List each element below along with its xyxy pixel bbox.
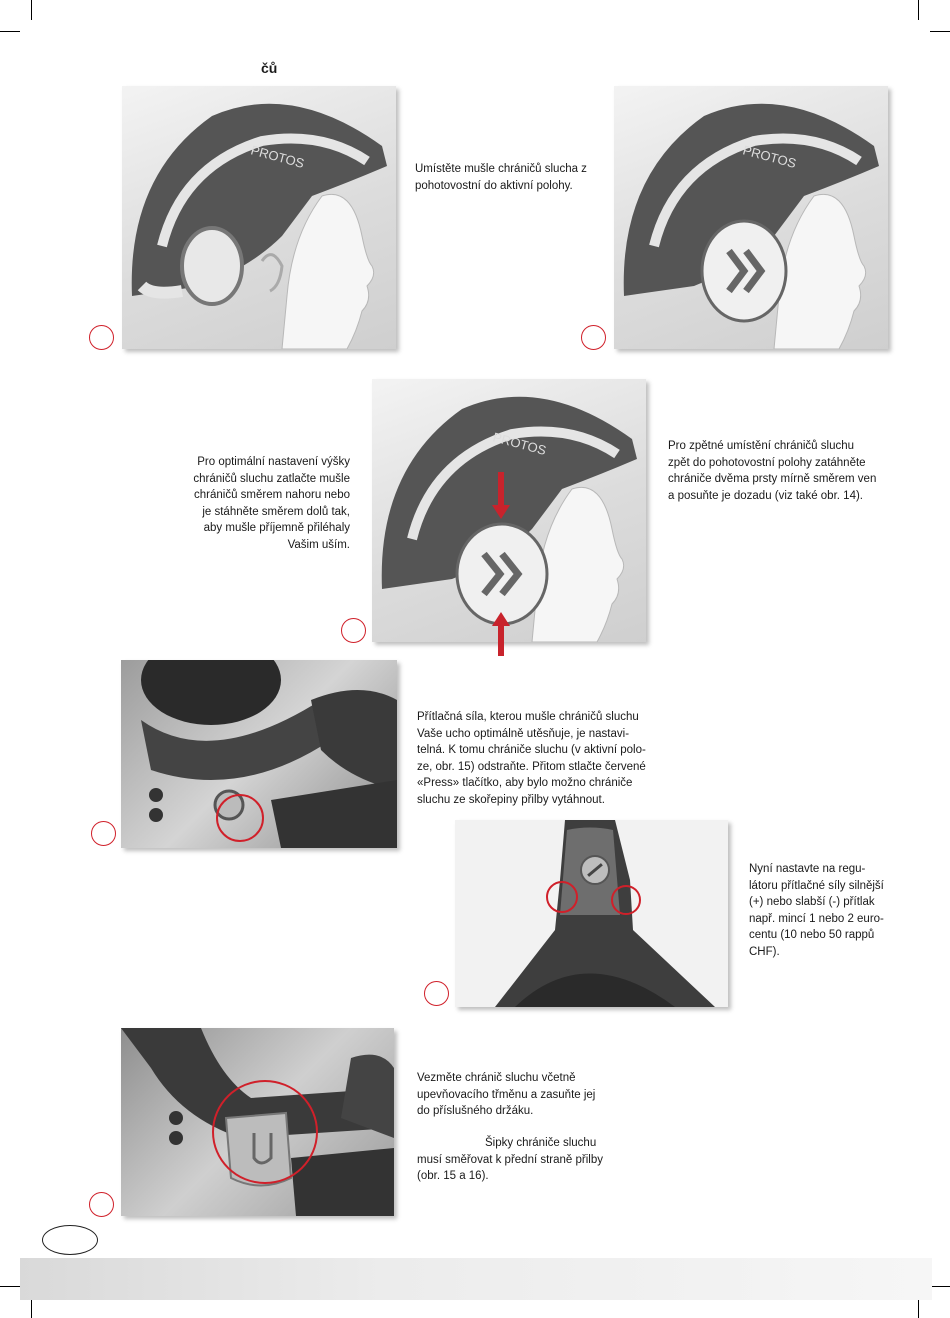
crop-mark xyxy=(930,1286,950,1287)
caption-step-2-right: Pro zpětné umístění chráničů sluchu zpět… xyxy=(668,440,877,502)
figure-number-circle xyxy=(89,325,114,350)
figure-number-circle xyxy=(89,1192,114,1217)
crop-mark xyxy=(930,31,950,32)
caption-step-3: Přítlačná síla, kterou mušle chráničů sl… xyxy=(417,711,646,806)
language-tab-oval xyxy=(42,1225,98,1255)
caption-step-4: Nyní nastavte na regu- látoru přítlačné … xyxy=(749,863,884,958)
photo-pressure-regulator xyxy=(455,820,728,1007)
crop-mark xyxy=(31,0,32,20)
caption-step-5a: Vezměte chránič sluchu včetně upevňovací… xyxy=(417,1072,596,1117)
arrow-down-head-icon xyxy=(492,505,510,519)
highlight-minus-circle xyxy=(611,885,641,915)
footer-band xyxy=(20,1258,932,1300)
crop-mark xyxy=(31,1298,32,1318)
caption-step-2-left: Pro optimální nastavení výšky chráničů s… xyxy=(193,456,350,551)
highlight-plus-circle xyxy=(546,881,578,913)
highlight-holder-circle xyxy=(212,1080,318,1184)
figure-number-circle xyxy=(424,981,449,1006)
arrow-up-icon xyxy=(498,624,504,656)
figure-number-circle xyxy=(91,821,116,846)
highlight-press-button-circle xyxy=(216,794,264,842)
crop-mark xyxy=(918,1298,919,1318)
arrow-down-icon xyxy=(498,472,504,512)
photo-helmet-standby: PROTOS xyxy=(122,86,396,349)
figure-number-circle xyxy=(581,325,606,350)
crop-mark xyxy=(918,0,919,20)
arrow-up-head-icon xyxy=(492,612,510,626)
figure-number-circle xyxy=(341,618,366,643)
photo-helmet-active: PROTOS xyxy=(614,86,888,349)
caption-step-5b: Šipky chrániče sluchu musí směřovat k př… xyxy=(417,1137,603,1182)
caption-step-1: Umístěte mušle chráničů slucha z pohotov… xyxy=(415,163,587,192)
section-heading: čů xyxy=(261,60,278,76)
crop-mark xyxy=(0,31,20,32)
crop-mark xyxy=(0,1286,20,1287)
